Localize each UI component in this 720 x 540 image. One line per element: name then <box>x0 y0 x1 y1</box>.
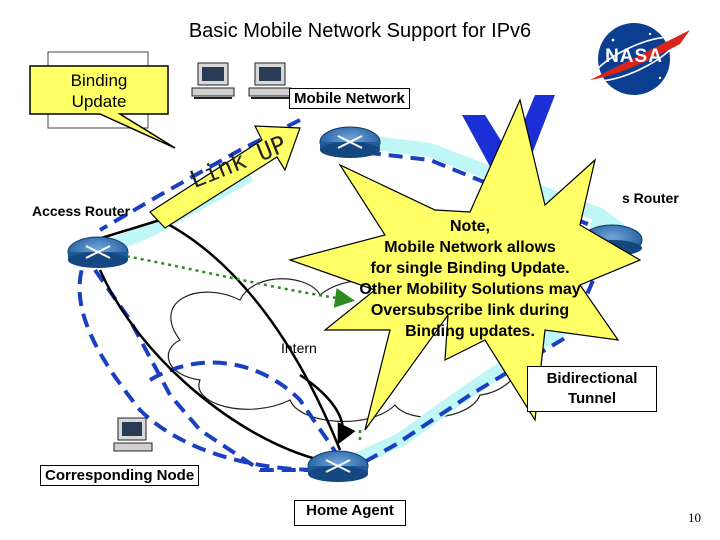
note-burst <box>287 98 642 431</box>
note-line2: Mobile Network allows <box>384 239 556 256</box>
computer-icon <box>191 62 235 99</box>
corresponding-node-label: Corresponding Node <box>40 465 200 486</box>
check-mark-icon <box>462 95 555 185</box>
home-agent-label: Home Agent <box>294 500 406 526</box>
bidirectional-tunnel-line2: Tunnel <box>567 390 617 407</box>
note-line4: Other Mobility Solutions may <box>359 281 581 298</box>
nasa-logo <box>590 23 690 95</box>
note-line5: Oversubscribe link during <box>370 302 570 319</box>
access-router-left-label: Access Router <box>32 203 131 219</box>
green-dotted-path <box>119 253 362 440</box>
black-route-paths <box>94 218 356 462</box>
binding-update-line1: Binding <box>70 71 128 90</box>
router-icon <box>67 236 129 268</box>
note-burst-text: Note, Mobile Network allows for single B… <box>330 216 610 342</box>
binding-update-line2: Update <box>71 92 127 111</box>
bidirectional-tunnel-label: Bidirectional Tunnel <box>527 366 657 412</box>
computer-icon <box>113 417 153 452</box>
router-icon <box>319 126 381 158</box>
bidirectional-tunnel-line1: Bidirectional <box>546 370 638 387</box>
internet-label: Intern <box>281 340 317 356</box>
page-title: Basic Mobile Network Support for IPv6 <box>188 20 532 42</box>
computer-icon <box>248 62 292 99</box>
link-up-arrow <box>149 125 301 229</box>
binding-update-callout <box>29 65 176 149</box>
nasa-logo-text: NASA <box>605 46 663 67</box>
binding-update-text: Binding Update <box>30 70 168 112</box>
note-line6: Binding updates. <box>405 323 535 340</box>
mobile-network-label: Mobile Network <box>289 88 410 109</box>
note-line1: Note, <box>450 218 490 235</box>
access-router-right-label: s Router <box>618 189 683 207</box>
note-line3: for single Binding Update. <box>370 260 570 277</box>
page-number: 10 <box>688 510 701 525</box>
router-icon <box>307 450 369 482</box>
